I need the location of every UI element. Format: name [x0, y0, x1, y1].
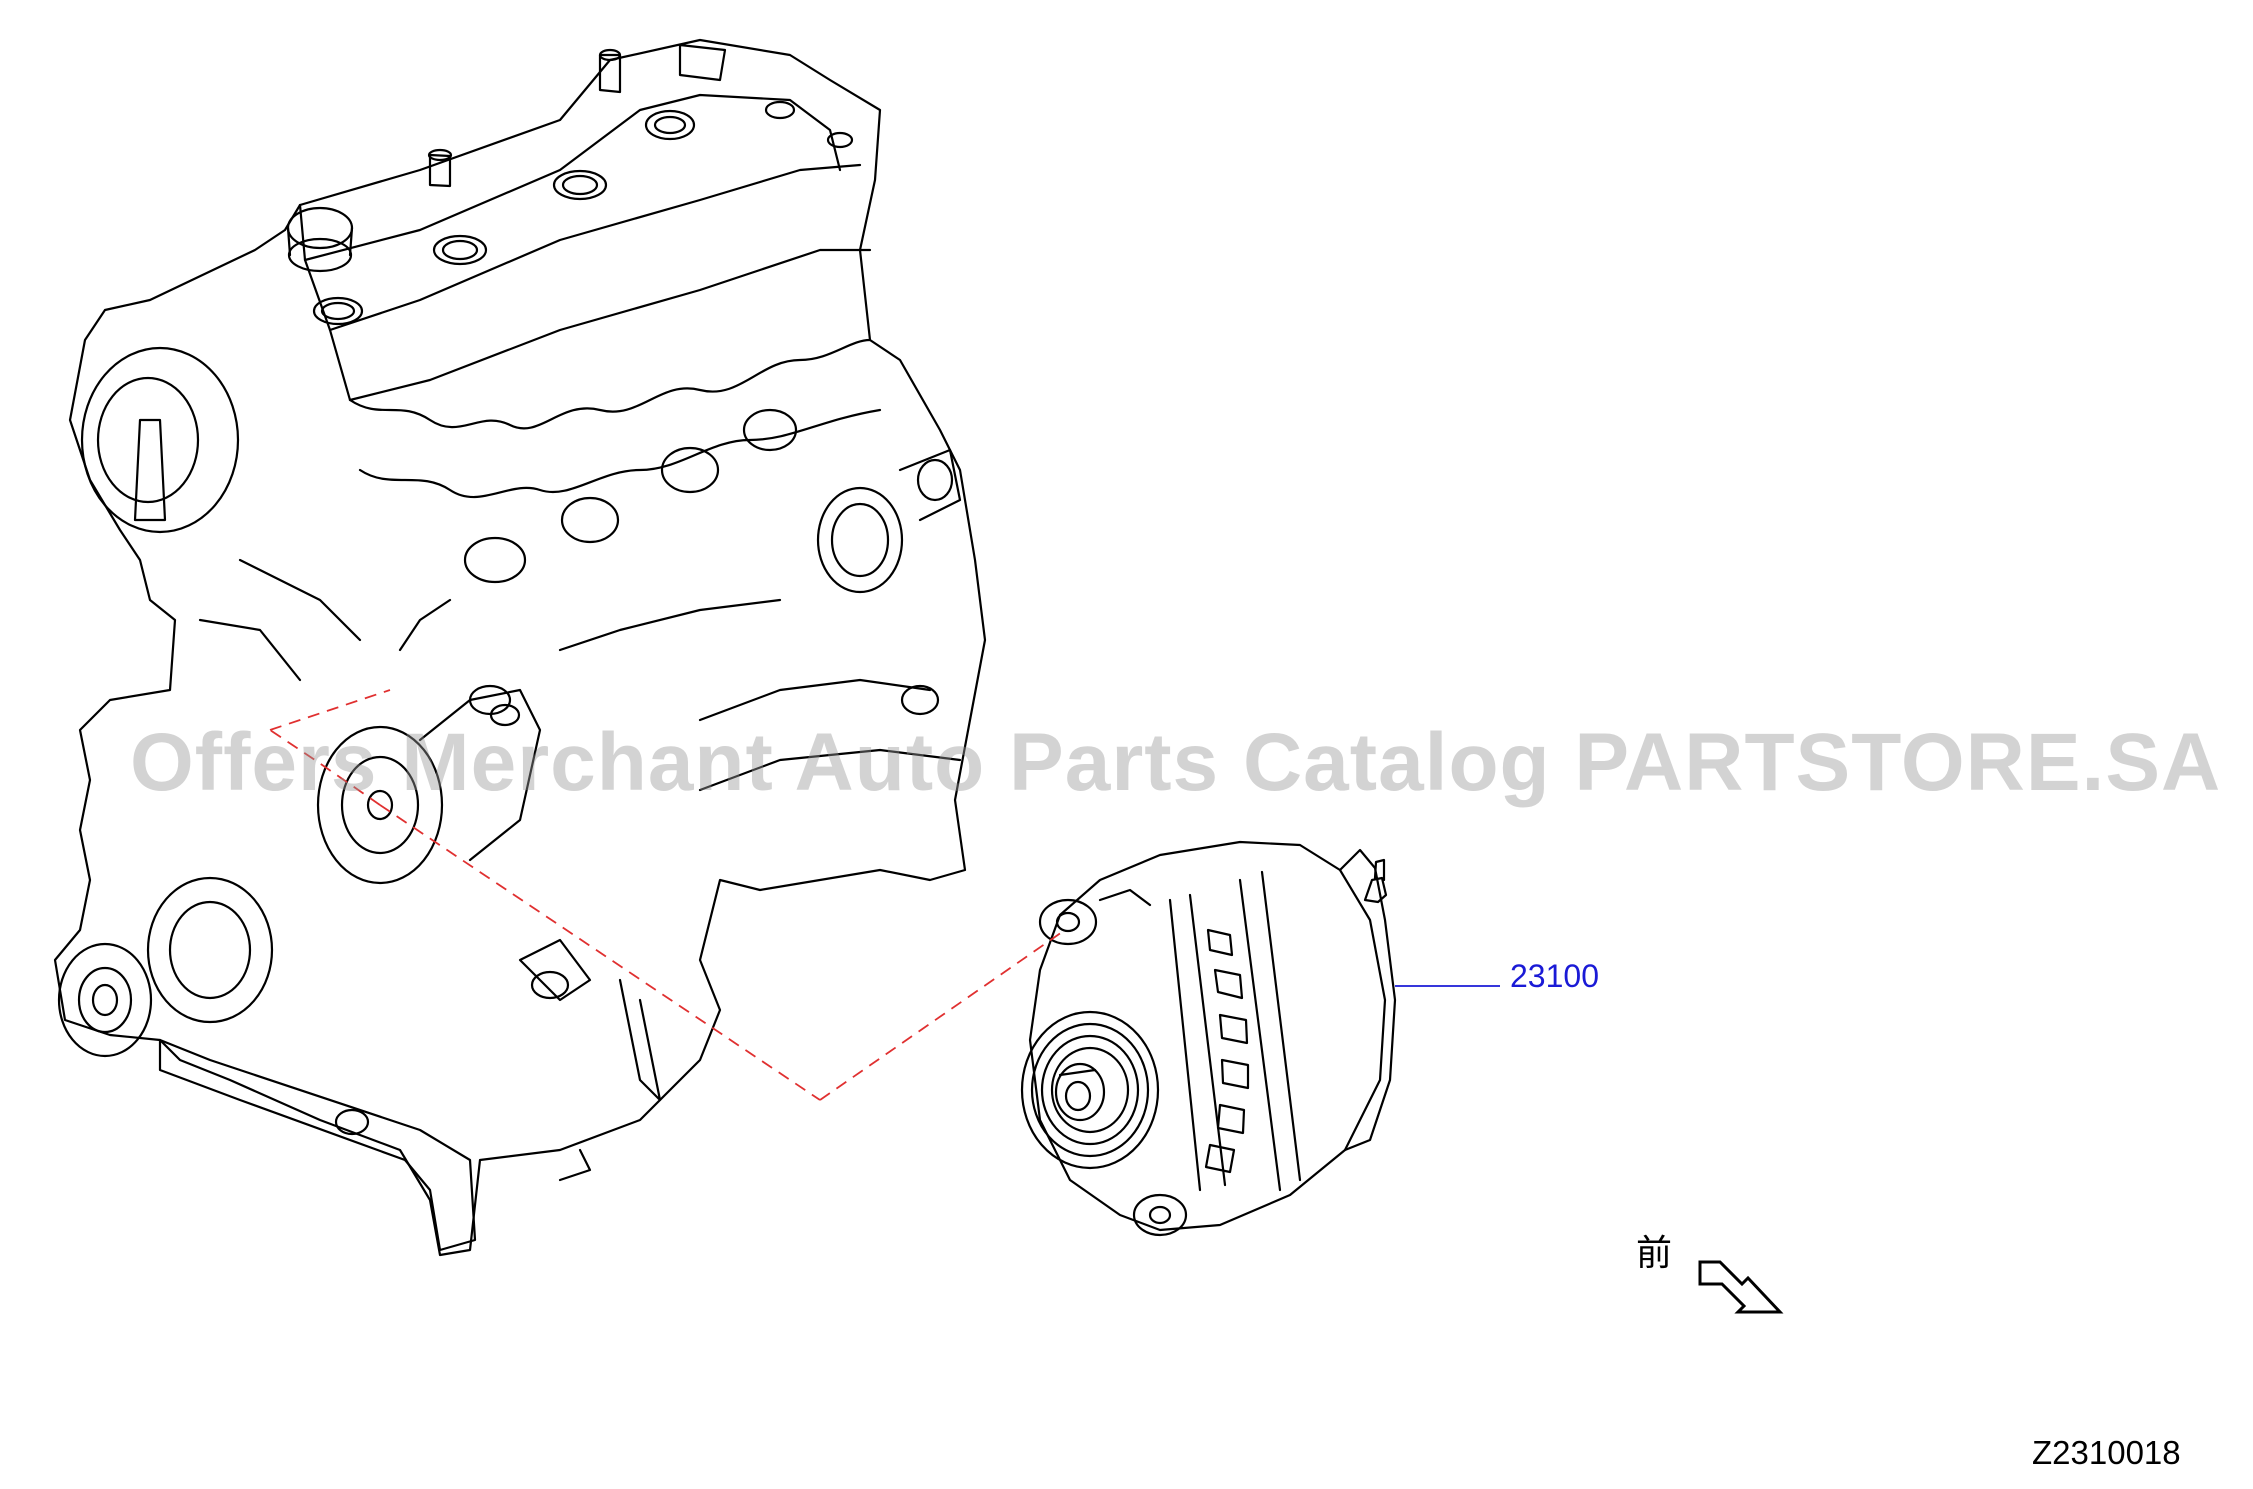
mounting-path-line	[269, 689, 1066, 1101]
front-direction-arrow-icon	[1698, 1260, 1784, 1314]
part-callout-23100[interactable]: 23100	[1510, 958, 1599, 994]
watermark-text: Offers Merchant Auto Parts Catalog PARTS…	[130, 717, 2222, 808]
drawing-code: Z2310018	[2032, 1434, 2181, 1471]
alternator-illustration[interactable]	[1020, 840, 1397, 1237]
engine-assembly-illustration	[53, 38, 987, 1257]
front-indicator-label: 前	[1636, 1233, 1673, 1274]
